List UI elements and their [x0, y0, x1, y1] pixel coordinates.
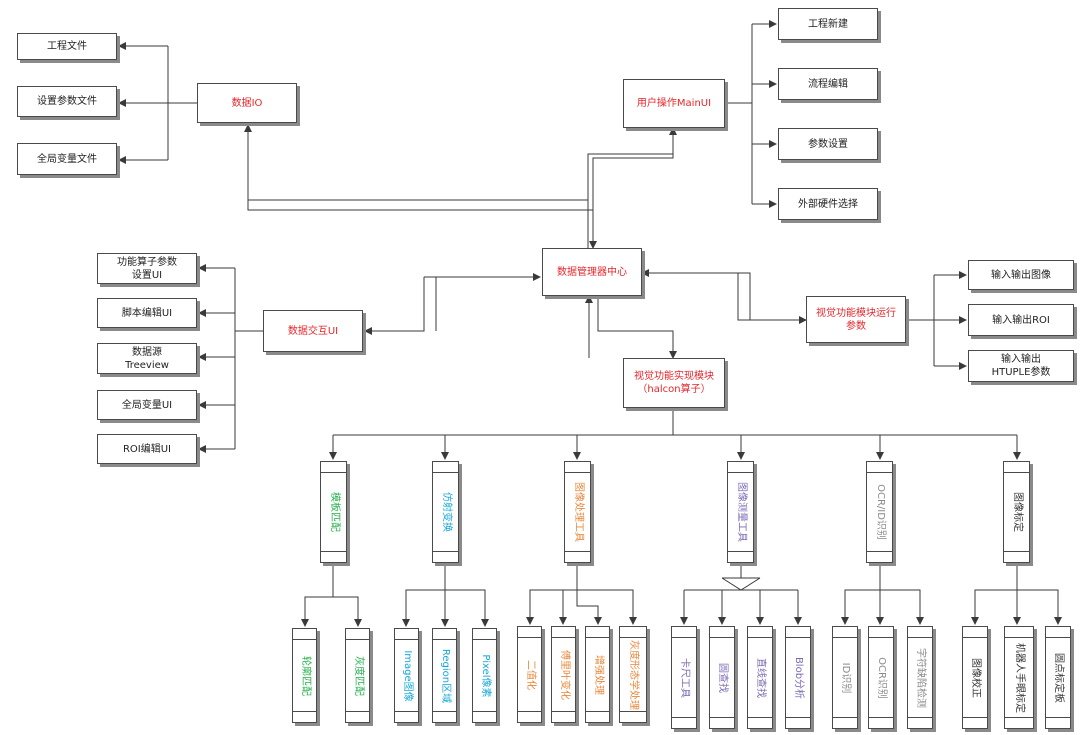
module-calibration-label: 图像标定 [1011, 492, 1023, 532]
io-image-node: 输入输出图像 [968, 260, 1074, 290]
child-gray-morphology-label: 灰度形态学处理 [628, 639, 639, 710]
io-htuple-node: 输入输出 HTUPLE参数 [968, 350, 1074, 382]
child-region-label: Region区域 [439, 648, 451, 703]
module-image-measure-label: 图像测量工具 [735, 482, 747, 542]
child-contour-match-label: 轮廓匹配 [299, 655, 311, 696]
data-ui-label: 数据交互UI [287, 325, 339, 337]
child-fourier: 傅里叶变化 [551, 626, 576, 723]
main-ui-label: 用户操作MainUI [636, 98, 712, 109]
script-edit-ui-label: 脚本编辑UI [121, 307, 173, 319]
child-enhance-label: 增强处理 [592, 654, 604, 695]
module-template-match: 模板匹配 [320, 461, 347, 563]
child-gray-morphology: 灰度形态学处理 [619, 626, 647, 723]
project-new-node: 工程新建 [778, 8, 878, 40]
datasource-line1: 数据源 [132, 346, 162, 358]
io-roi-node: 输入输出ROI [968, 304, 1074, 336]
vision-impl-label-line2: （halcon算子） [637, 384, 711, 395]
child-gray-match: 灰度匹配 [345, 628, 370, 723]
child-binarize-label: 二值化 [524, 659, 536, 690]
module-image-measure: 图像测量工具 [727, 461, 754, 563]
child-image-correction: 图像校正 [962, 626, 988, 729]
child-pixel: Pixel像素 [472, 628, 497, 723]
child-image-label: Image图像 [401, 649, 413, 702]
global-var-ui-node: 全局变量UI [97, 390, 197, 420]
child-region: Region区域 [432, 628, 457, 723]
child-line-find-label: 直线查找 [755, 657, 766, 698]
main-ui-node: 用户操作MainUI [623, 79, 725, 128]
run-params-line1: 视觉功能模块运行 [816, 307, 896, 319]
child-hand-eye: 机器人手眼标定 [1004, 626, 1034, 729]
child-id-recognition: ID识别 [832, 626, 858, 729]
data-ui-node: 数据交互UI [263, 310, 363, 352]
operator-param-ui-line1: 功能算子参数 [117, 256, 177, 268]
setting-param-file-node: 设置参数文件 [17, 86, 117, 117]
io-image-label: 输入输出图像 [991, 269, 1051, 281]
vision-impl-label-line1: 视觉功能实现模块 [634, 371, 714, 382]
child-blob-label: Blob分析 [793, 656, 804, 699]
run-params-line2: 参数 [846, 320, 866, 332]
script-edit-ui-node: 脚本编辑UI [97, 298, 197, 328]
flow-edit-label: 流程编辑 [808, 78, 848, 90]
module-ocr-id-label: OCR/ID识别 [874, 484, 886, 540]
global-var-file-node: 全局变量文件 [17, 143, 117, 175]
vision-impl-node: 视觉功能实现模块 （halcon算子） [623, 358, 725, 408]
datasource-line2: Treeview [125, 359, 169, 371]
setting-param-file-label: 设置参数文件 [37, 96, 97, 107]
child-binarize: 二值化 [517, 626, 542, 723]
hardware-select-label: 外部硬件选择 [798, 198, 858, 210]
child-blob: Blob分析 [785, 626, 811, 729]
io-htuple-line1: 输入输出 [1001, 354, 1041, 365]
child-contour-match: 轮廓匹配 [292, 628, 317, 723]
io-htuple-line2: HTUPLE参数 [991, 367, 1051, 378]
child-char-defect: 字符缺陷检测 [907, 626, 933, 729]
hardware-select-node: 外部硬件选择 [778, 188, 878, 220]
module-affine-transform-label: 仿射变换 [440, 492, 452, 532]
child-dot-board: 圆点标定板 [1045, 626, 1071, 729]
child-line-find: 直线查找 [747, 626, 773, 729]
module-image-processing: 图像处理工具 [564, 461, 591, 563]
module-affine-transform: 仿射变换 [432, 461, 459, 563]
io-roi-label: 输入输出ROI [992, 314, 1050, 326]
module-image-processing-label: 图像处理工具 [572, 482, 584, 542]
operator-param-ui-node: 功能算子参数设置UI [97, 253, 197, 284]
data-io-label: 数据IO [231, 97, 263, 109]
child-id-recognition-label: ID识别 [840, 662, 851, 693]
child-ocr-recognition-label: OCR识别 [876, 656, 887, 699]
param-setting-label: 参数设置 [808, 138, 848, 150]
data-manager-node: 数据管理器中心 [542, 248, 642, 296]
operator-param-ui-line2: 设置UI [131, 269, 163, 281]
child-dot-board-label: 圆点标定板 [1053, 652, 1064, 703]
project-file-label: 工程文件 [47, 41, 87, 52]
child-hand-eye-label: 机器人手眼标定 [1014, 642, 1025, 713]
child-ocr-recognition: OCR识别 [868, 626, 894, 729]
roi-edit-ui-label: ROI编辑UI [122, 443, 172, 455]
child-gray-match-label: 灰度匹配 [352, 655, 364, 696]
flow-edit-node: 流程编辑 [778, 68, 878, 100]
module-template-match-label: 模板匹配 [328, 492, 340, 532]
global-var-file-label: 全局变量文件 [37, 153, 97, 165]
module-calibration: 图像标定 [1003, 461, 1030, 563]
data-io-node: 数据IO [197, 83, 297, 123]
param-setting-node: 参数设置 [778, 128, 878, 160]
child-char-defect-label: 字符缺陷检测 [915, 647, 926, 708]
global-var-ui-label: 全局变量UI [121, 399, 173, 411]
data-manager-label: 数据管理器中心 [557, 266, 627, 278]
child-image: Image图像 [394, 628, 419, 723]
child-circle-find-label: 圆查找 [717, 662, 728, 693]
child-caliper: 卡尺工具 [671, 626, 697, 729]
roi-edit-ui-node: ROI编辑UI [97, 434, 197, 464]
project-file-node: 工程文件 [17, 33, 117, 60]
module-ocr-id: OCR/ID识别 [866, 461, 893, 563]
child-enhance: 增强处理 [585, 626, 610, 723]
child-image-correction-label: 图像校正 [970, 657, 981, 698]
child-caliper-label: 卡尺工具 [679, 657, 690, 698]
child-circle-find: 圆查找 [709, 626, 735, 729]
project-new-label: 工程新建 [808, 18, 848, 30]
child-fourier-label: 傅里叶变化 [558, 649, 570, 700]
child-pixel-label: Pixel像素 [479, 653, 491, 698]
run-params-node: 视觉功能模块运行参数 [806, 296, 906, 343]
